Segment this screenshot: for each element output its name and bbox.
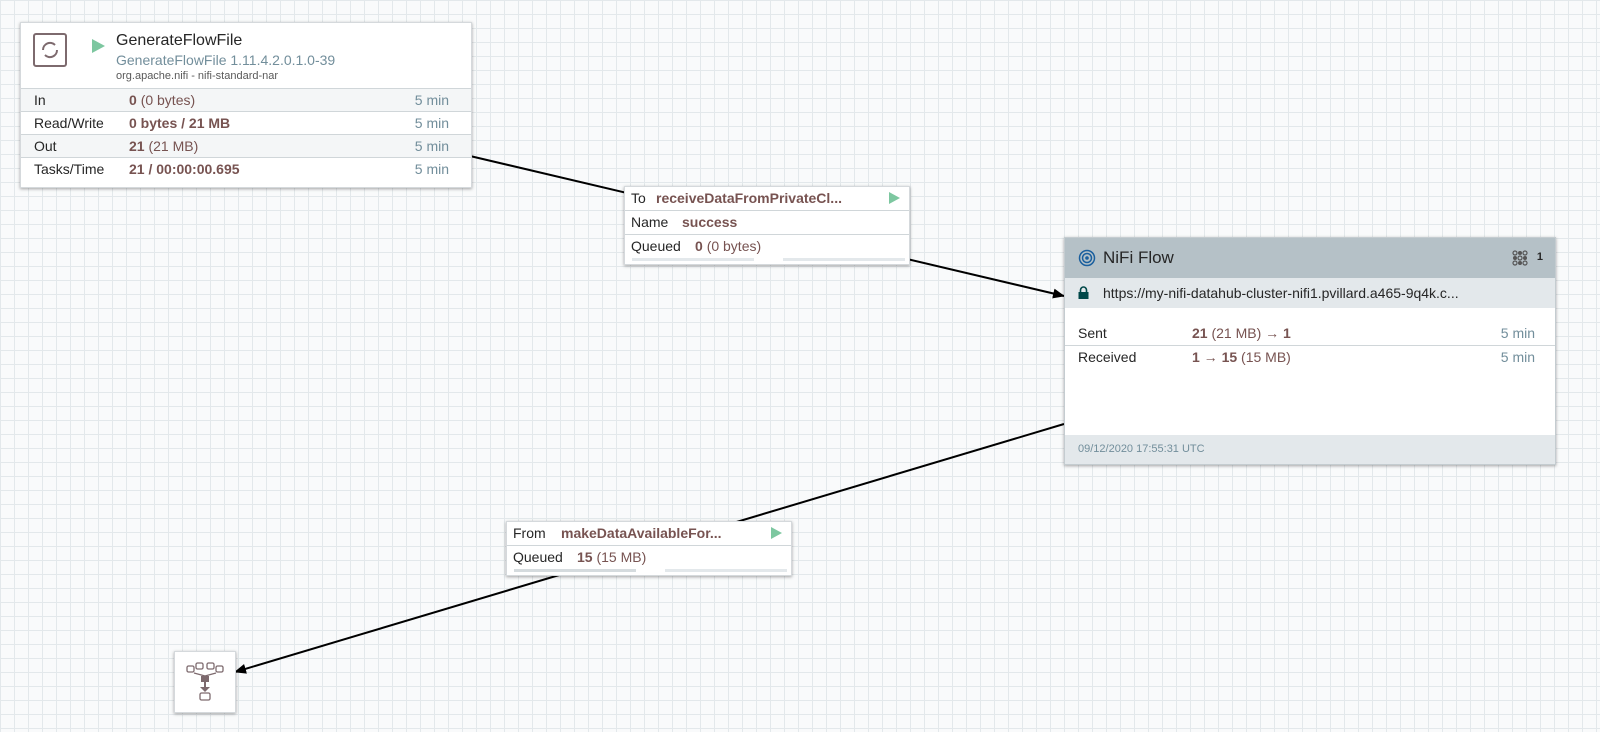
rpg-sent-row: Sent 21 (21 MB) → 1 5 min — [1065, 322, 1555, 346]
stat-row-out: Out 21 (21 MB) 5 min — [21, 134, 471, 157]
stat-label: Tasks/Time — [34, 161, 105, 177]
conn-name-label: Name — [631, 214, 669, 230]
lock-icon — [1078, 286, 1089, 299]
stat-value: 0 bytes / 21 MB — [129, 115, 231, 131]
transmitting-play-icon — [889, 192, 900, 204]
processor-icon — [33, 33, 67, 67]
connection-label-from-remote[interactable]: From makeDataAvailableFor... Queued 15 (… — [506, 521, 792, 576]
queue-bar-count — [632, 258, 754, 261]
conn-name-row: Name success — [625, 211, 909, 235]
stat-time: 5 min — [414, 115, 449, 131]
funnel[interactable] — [174, 651, 236, 713]
stat-time: 5 min — [414, 161, 449, 177]
conn-from-row: From makeDataAvailableFor... — [507, 522, 791, 546]
rpg-stats: Sent 21 (21 MB) → 1 5 min Received 1 → 1… — [1065, 322, 1555, 369]
stat-time: 5 min — [414, 92, 449, 108]
funnel-icon — [186, 662, 224, 701]
ports-icon — [1512, 250, 1528, 266]
stat-label: Out — [34, 138, 57, 154]
conn-queued-value: 0 (0 bytes) — [695, 238, 762, 254]
conn-from-value: makeDataAvailableFor... — [561, 525, 722, 541]
connection-label-success[interactable]: To receiveDataFromPrivateCl... Name succ… — [624, 186, 910, 265]
rpg-header: NiFi Flow 1 — [1065, 238, 1555, 278]
stat-value: 0 (0 bytes) — [129, 92, 196, 108]
transmitting-play-icon — [771, 527, 782, 539]
remote-group-icon — [1078, 249, 1096, 267]
rpg-sent-label: Sent — [1078, 325, 1107, 341]
processor-stats: In 0 (0 bytes) 5 min Read/Write 0 bytes … — [21, 88, 471, 180]
conn-to-label: To — [631, 190, 646, 206]
running-play-icon — [92, 39, 105, 53]
stat-row-in: In 0 (0 bytes) 5 min — [21, 88, 471, 111]
rpg-received-time: 5 min — [1500, 349, 1535, 365]
conn-name-value: success — [682, 214, 738, 230]
rpg-footer: 09/12/2020 17:55:31 UTC — [1065, 435, 1555, 464]
conn-from-label: From — [513, 525, 546, 541]
conn-queued-label: Queued — [513, 549, 563, 565]
conn-queued-label: Queued — [631, 238, 681, 254]
processor-name: GenerateFlowFile — [116, 32, 243, 49]
conn-to-row: To receiveDataFromPrivateCl... — [625, 187, 909, 211]
rpg-url: https://my-nifi-datahub-cluster-nifi1.pv… — [1103, 285, 1459, 301]
rpg-url-bar: https://my-nifi-datahub-cluster-nifi1.pv… — [1065, 278, 1555, 308]
queue-bar-size — [783, 258, 905, 261]
processor-type: GenerateFlowFile 1.11.4.2.0.1.0-39 — [116, 52, 336, 68]
rpg-sent-time: 5 min — [1500, 325, 1535, 341]
rpg-timestamp: 09/12/2020 17:55:31 UTC — [1078, 443, 1205, 455]
conn-queued-value: 15 (15 MB) — [577, 549, 647, 565]
conn-queued-row: Queued 15 (15 MB) — [507, 546, 791, 569]
rpg-sent-value: 21 (21 MB) → 1 — [1192, 325, 1291, 341]
queue-bar-count — [514, 569, 636, 572]
rpg-received-label: Received — [1078, 349, 1137, 365]
stat-row-readwrite: Read/Write 0 bytes / 21 MB 5 min — [21, 111, 471, 134]
rpg-received-value: 1 → 15 (15 MB) — [1192, 349, 1291, 365]
stat-value: 21 (21 MB) — [129, 138, 199, 154]
conn-queued-row: Queued 0 (0 bytes) — [625, 235, 909, 258]
rpg-port-count: 1 — [1536, 251, 1543, 263]
stat-row-tasks: Tasks/Time 21 / 00:00:00.695 5 min — [21, 157, 471, 180]
stat-value: 21 / 00:00:00.695 — [129, 161, 240, 177]
processor-generateflowfile[interactable]: GenerateFlowFile GenerateFlowFile 1.11.4… — [20, 22, 472, 188]
rpg-title: NiFi Flow — [1103, 248, 1174, 267]
stat-label: Read/Write — [34, 115, 104, 131]
processor-bundle: org.apache.nifi - nifi-standard-nar — [116, 70, 279, 82]
queue-bar-size — [665, 569, 787, 572]
remote-process-group[interactable]: NiFi Flow 1 https://my-nifi-datahub-clus… — [1064, 237, 1556, 465]
conn-to-value: receiveDataFromPrivateCl... — [656, 190, 842, 206]
stat-time: 5 min — [414, 138, 449, 154]
stat-label: In — [34, 92, 46, 108]
rpg-received-row: Received 1 → 15 (15 MB) 5 min — [1065, 346, 1555, 369]
